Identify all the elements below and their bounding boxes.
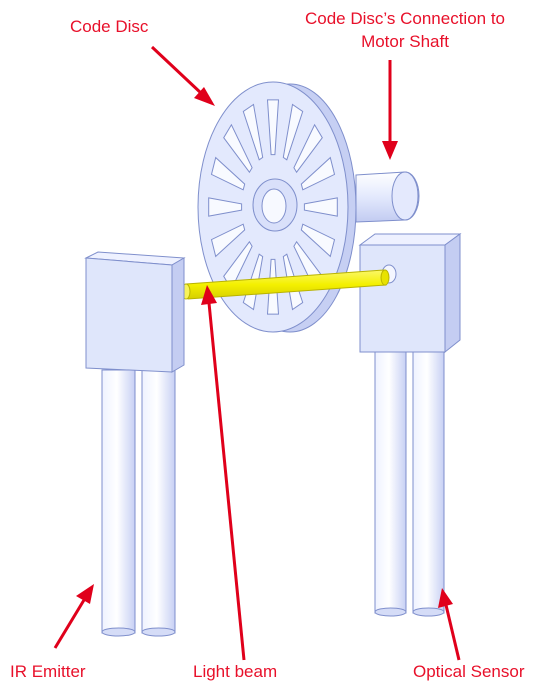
code-disc-slot bbox=[242, 103, 264, 161]
arrow-optical-sensor bbox=[438, 588, 461, 661]
ir-emitter-pins bbox=[101, 369, 176, 637]
arrow-ir-emitter bbox=[53, 584, 94, 649]
arrow-motor-shaft bbox=[382, 60, 398, 160]
code-disc-slot bbox=[300, 223, 336, 258]
code-disc bbox=[197, 81, 357, 333]
code-disc-slot bbox=[293, 123, 323, 174]
code-disc-label: Code Disc bbox=[70, 17, 149, 36]
code-disc-hole bbox=[261, 188, 287, 224]
ir-emitter-body bbox=[84, 251, 186, 373]
sensor-pin-left bbox=[374, 344, 407, 614]
code-disc-slot bbox=[266, 99, 280, 156]
code-disc-slot bbox=[210, 223, 246, 258]
code-disc-slots bbox=[208, 99, 338, 315]
light-beam-label: Light beam bbox=[193, 662, 278, 681]
code-disc-slot bbox=[210, 156, 246, 191]
optical-sensor-label: Optical Sensor bbox=[413, 662, 525, 681]
emitter-pin-left bbox=[101, 369, 136, 634]
code-disc-slot bbox=[300, 156, 336, 191]
optical-sensor-body bbox=[358, 233, 462, 354]
sensor-pin-right bbox=[412, 344, 445, 614]
code-disc-slot bbox=[282, 103, 304, 161]
motor-shaft bbox=[355, 171, 420, 223]
code-disc-slot bbox=[208, 197, 243, 217]
code-disc-slot bbox=[223, 123, 253, 174]
callout-arrows bbox=[53, 45, 461, 661]
code-disc-slot bbox=[303, 197, 338, 217]
motor-connection-label-line1: Code Disc’s Connection to bbox=[304, 9, 506, 28]
ir-emitter-label: IR Emitter bbox=[10, 662, 86, 681]
arrow-light-beam bbox=[201, 285, 246, 661]
optical-sensor-pins bbox=[374, 344, 445, 617]
arrow-code-disc bbox=[150, 45, 215, 106]
sensor-front-face bbox=[359, 244, 446, 353]
emitter-front-face bbox=[85, 257, 173, 373]
motor-connection-label-line2: Motor Shaft bbox=[361, 32, 449, 51]
emitter-pin-right bbox=[141, 369, 176, 634]
code-disc-slot bbox=[223, 240, 253, 291]
